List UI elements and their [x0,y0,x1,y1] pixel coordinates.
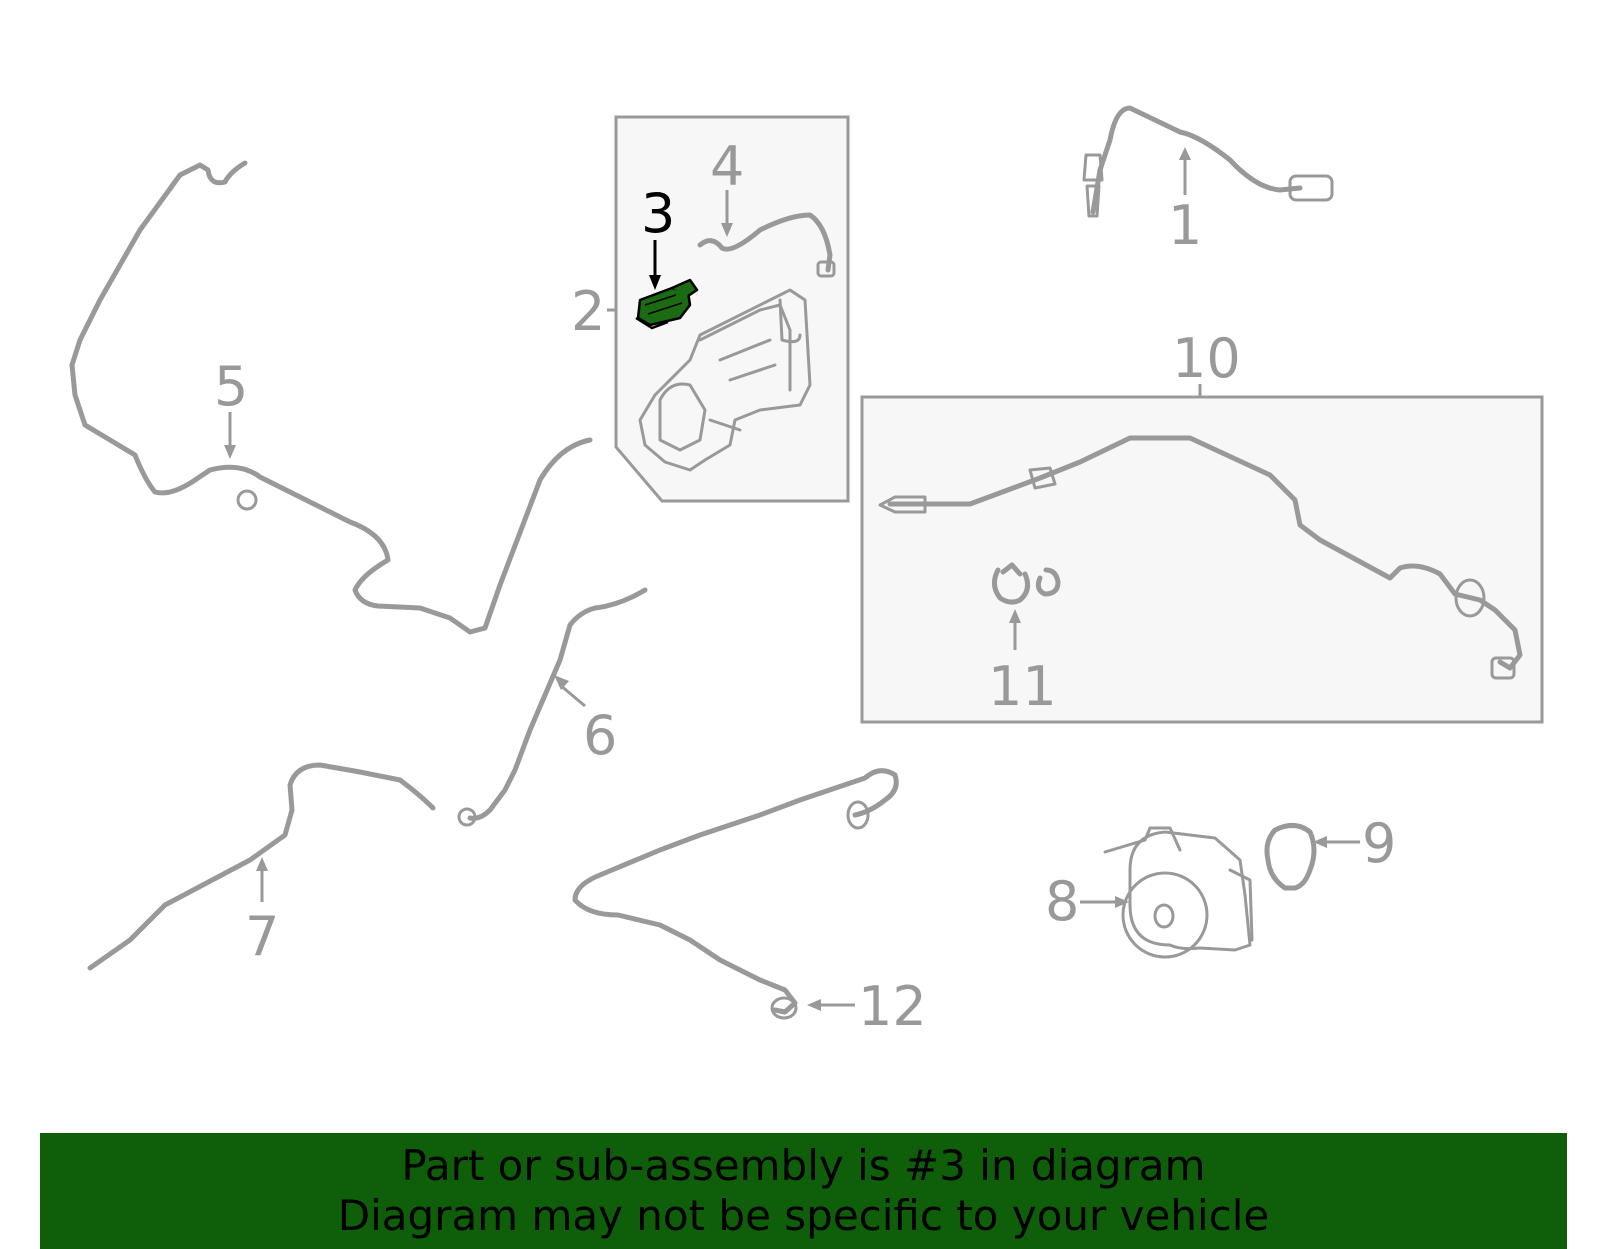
part-4-hose[interactable] [697,212,833,273]
part-7-hose[interactable] [87,762,436,971]
callout-2: 2 [571,280,605,343]
part-4-hose-end [816,260,836,278]
callout-3: 3 [641,182,675,245]
banner-line-2: Diagram may not be specific to your vehi… [337,1191,1270,1240]
part-12-hose[interactable] [572,768,899,1015]
part-11-clips[interactable] [992,562,1061,605]
callout-10: 10 [1172,327,1241,390]
part-1-oxygen-sensor[interactable] [1082,105,1334,218]
banner-line-1: Part or sub-assembly is #3 in diagram [401,1141,1206,1190]
part-10-tube[interactable] [878,435,1523,680]
callout-12: 12 [858,975,927,1038]
part-6-hose[interactable] [467,587,648,821]
callout-8: 8 [1045,870,1079,933]
info-banner: Part or sub-assembly is #3 in diagram Di… [40,1133,1567,1249]
callout-1: 1 [1168,194,1202,257]
callout-6: 6 [583,704,617,767]
part-8-vacuum-pump[interactable] [1103,826,1254,959]
callout-7: 7 [245,905,279,968]
callout-9: 9 [1362,812,1396,875]
callout-5: 5 [214,355,248,418]
leader-lines [224,147,1360,1011]
part-2-canister[interactable] [638,288,812,472]
callout-11: 11 [988,655,1057,718]
assembly-box-10 [860,395,1544,724]
part-9-gasket[interactable] [1264,823,1317,891]
part-3-purge-valve[interactable] [635,278,699,330]
callout-4: 4 [710,135,744,198]
part-5-hose[interactable] [69,160,593,635]
